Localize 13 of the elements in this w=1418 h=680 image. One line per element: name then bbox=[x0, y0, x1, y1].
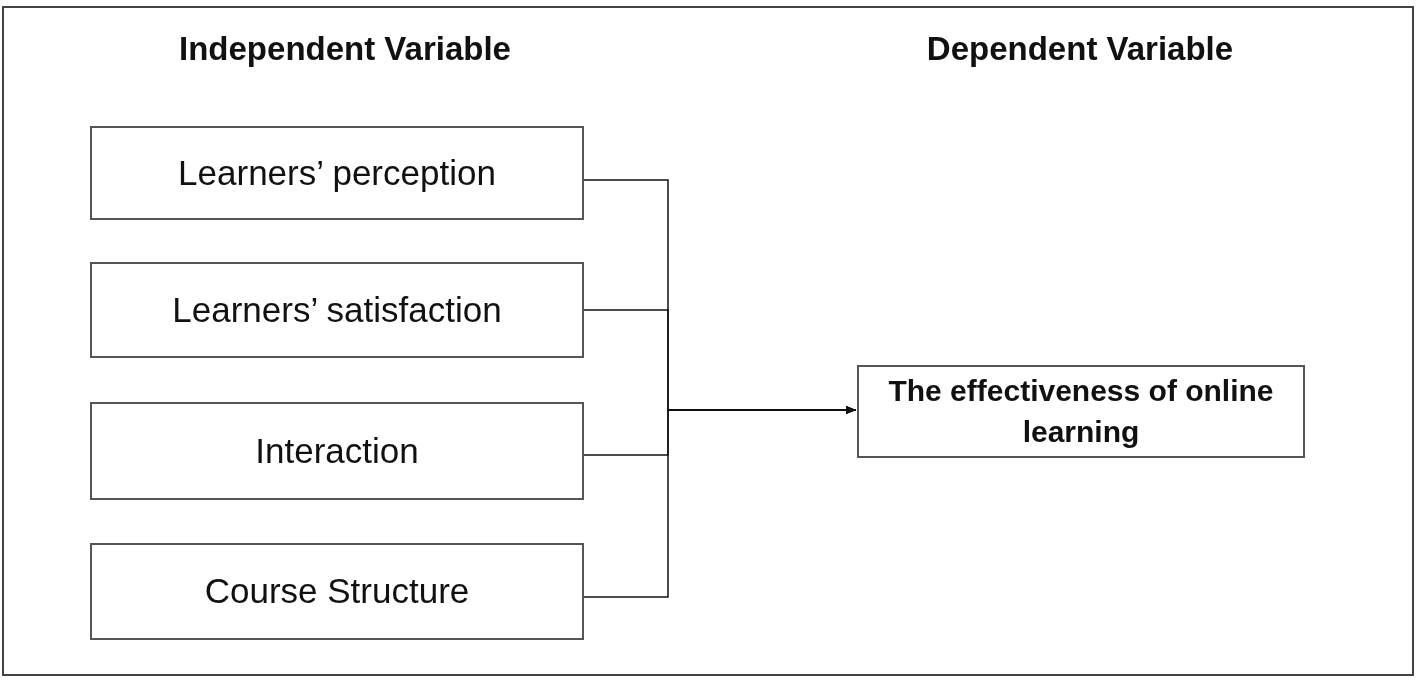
variable-box bbox=[90, 543, 584, 640]
column-heading: Independent Variable bbox=[178, 29, 512, 69]
box-text: Course Structure bbox=[204, 570, 470, 613]
column-heading: Dependent Variable bbox=[925, 29, 1235, 69]
variable-box bbox=[90, 126, 584, 220]
connector-arrow bbox=[583, 406, 857, 598]
variable-box bbox=[90, 262, 584, 358]
box-text: Learners’ satisfaction bbox=[172, 288, 502, 331]
box-text: Learners’ perception bbox=[178, 151, 496, 194]
box-text: The effectiveness of online learning bbox=[887, 373, 1275, 450]
variable-box bbox=[90, 402, 584, 500]
box-text: Interaction bbox=[255, 429, 419, 472]
variable-box bbox=[857, 365, 1305, 458]
